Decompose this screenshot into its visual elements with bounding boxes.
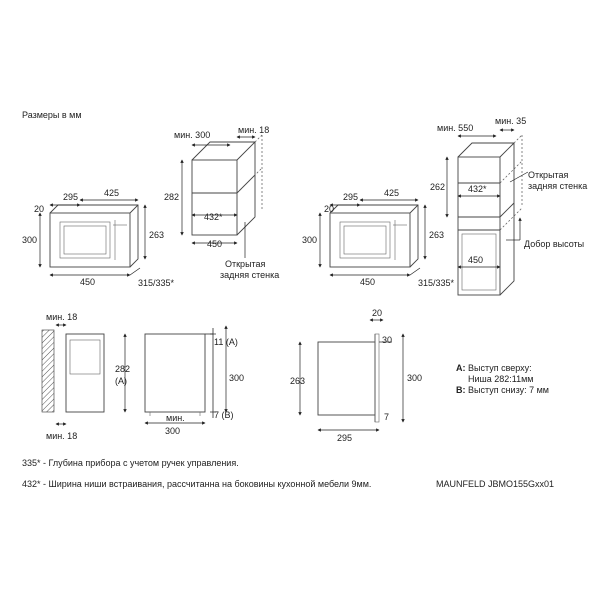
dim-7-profile: 7 — [384, 412, 389, 422]
dim-263: 263 — [149, 230, 164, 240]
dim-min-300: мин. 300 — [174, 130, 210, 140]
dim-450-tall: 450 — [468, 255, 483, 265]
mount-unit-outline — [144, 333, 206, 413]
dim-425: 425 — [104, 188, 119, 198]
dim-295-profile: 295 — [337, 433, 352, 443]
open-back-label-2: задняя стенка — [220, 270, 279, 280]
dim-min-18-top: мин. 18 — [46, 312, 77, 322]
units-label: Размеры в мм — [22, 110, 82, 120]
legend-a-line1: Выступ сверху: — [468, 363, 532, 373]
microwave-body — [49, 212, 131, 268]
dim-295-b: 295 — [343, 192, 358, 202]
dim-425-b: 425 — [384, 188, 399, 198]
height-add-label: Добор высоты — [524, 239, 584, 249]
microwave-front-b: 295 425 20 300 263 450 315/335* — [302, 188, 455, 288]
open-back-label-1: Открытая — [225, 259, 266, 269]
legend-a-line2: Ниша 282:11мм — [468, 374, 534, 384]
niche-cabinet-a: мин. 300 мин. 18 282 432* 450 Открытая з… — [164, 125, 279, 280]
dim-min-300-a: мин. — [166, 413, 185, 423]
dim-min-35: мин. 35 — [495, 116, 526, 126]
dim-295: 295 — [63, 192, 78, 202]
dim-262: 262 — [430, 182, 445, 192]
dim-20-b: 20 — [324, 204, 334, 214]
legend-b-key: B: — [456, 385, 466, 395]
legend-a-key: A: — [456, 363, 466, 373]
side-view-profile: 20 30 263 300 7 295 — [290, 308, 422, 443]
dim-450: 450 — [80, 277, 95, 287]
microwave-front-a: 295 425 20 300 263 450 315/335* — [22, 188, 175, 288]
dim-450-niche: 450 — [207, 239, 222, 249]
tall-cabinet-front — [457, 156, 501, 296]
microwave-door — [59, 221, 111, 259]
protrusion-legend: A: Выступ сверху: Ниша 282:11мм B: Высту… — [456, 363, 549, 395]
dim-min-550: мин. 550 — [437, 123, 473, 133]
dim-300-side: 300 — [229, 373, 244, 383]
dim-min-300-b: 300 — [165, 426, 180, 436]
microwave-door-b — [339, 221, 391, 259]
footnote-335: 335* - Глубина прибора с учетом ручек уп… — [22, 458, 239, 468]
wall-hatch — [41, 329, 55, 413]
open-back-label-b2: задняя стенка — [528, 181, 587, 191]
dim-300-b: 300 — [302, 235, 317, 245]
cabinet-front — [191, 159, 238, 236]
microwave-body-b — [329, 212, 411, 268]
dim-263-b: 263 — [429, 230, 444, 240]
profile-outline — [317, 341, 376, 416]
footnote-432: 432* - Ширина ниши встраивания, рассчита… — [22, 479, 371, 489]
legend-b-text: Выступ снизу: 7 мм — [468, 385, 549, 395]
dim-7-b: 7 (B) — [214, 410, 234, 420]
dim-300: 300 — [22, 235, 37, 245]
dim-432-b: 432* — [468, 184, 487, 194]
dim-432: 432* — [204, 212, 223, 222]
wall-unit-outline — [65, 333, 105, 413]
dim-315-335: 315/335* — [138, 278, 175, 288]
label-a-side: (A) — [115, 376, 127, 386]
dim-315-335-b: 315/335* — [418, 278, 455, 288]
dim-450-b: 450 — [360, 277, 375, 287]
open-back-label-b1: Открытая — [528, 170, 569, 180]
tall-cabinet-b: мин. 550 мин. 35 262 432* 450 Открытая з… — [430, 116, 587, 296]
dim-min-18: мин. 18 — [238, 125, 269, 135]
dim-263-profile: 263 — [290, 376, 305, 386]
dim-11-a: 11 (A) — [214, 337, 238, 347]
dim-min-18-bottom: мин. 18 — [46, 431, 77, 441]
model-name: MAUNFELD JBMO155Gxx01 — [436, 479, 554, 489]
side-view-mount: 282 (A) 11 (A) 300 7 (B) мин. 300 — [115, 325, 244, 436]
dim-20: 20 — [34, 204, 44, 214]
dim-20-profile: 20 — [372, 308, 382, 318]
dim-282: 282 — [164, 192, 179, 202]
dim-30-profile: 30 — [382, 335, 392, 345]
dim-300-profile: 300 — [407, 373, 422, 383]
dim-282-side: 282 — [115, 364, 130, 374]
side-view-wall: мин. 18 мин. 18 — [41, 312, 105, 441]
